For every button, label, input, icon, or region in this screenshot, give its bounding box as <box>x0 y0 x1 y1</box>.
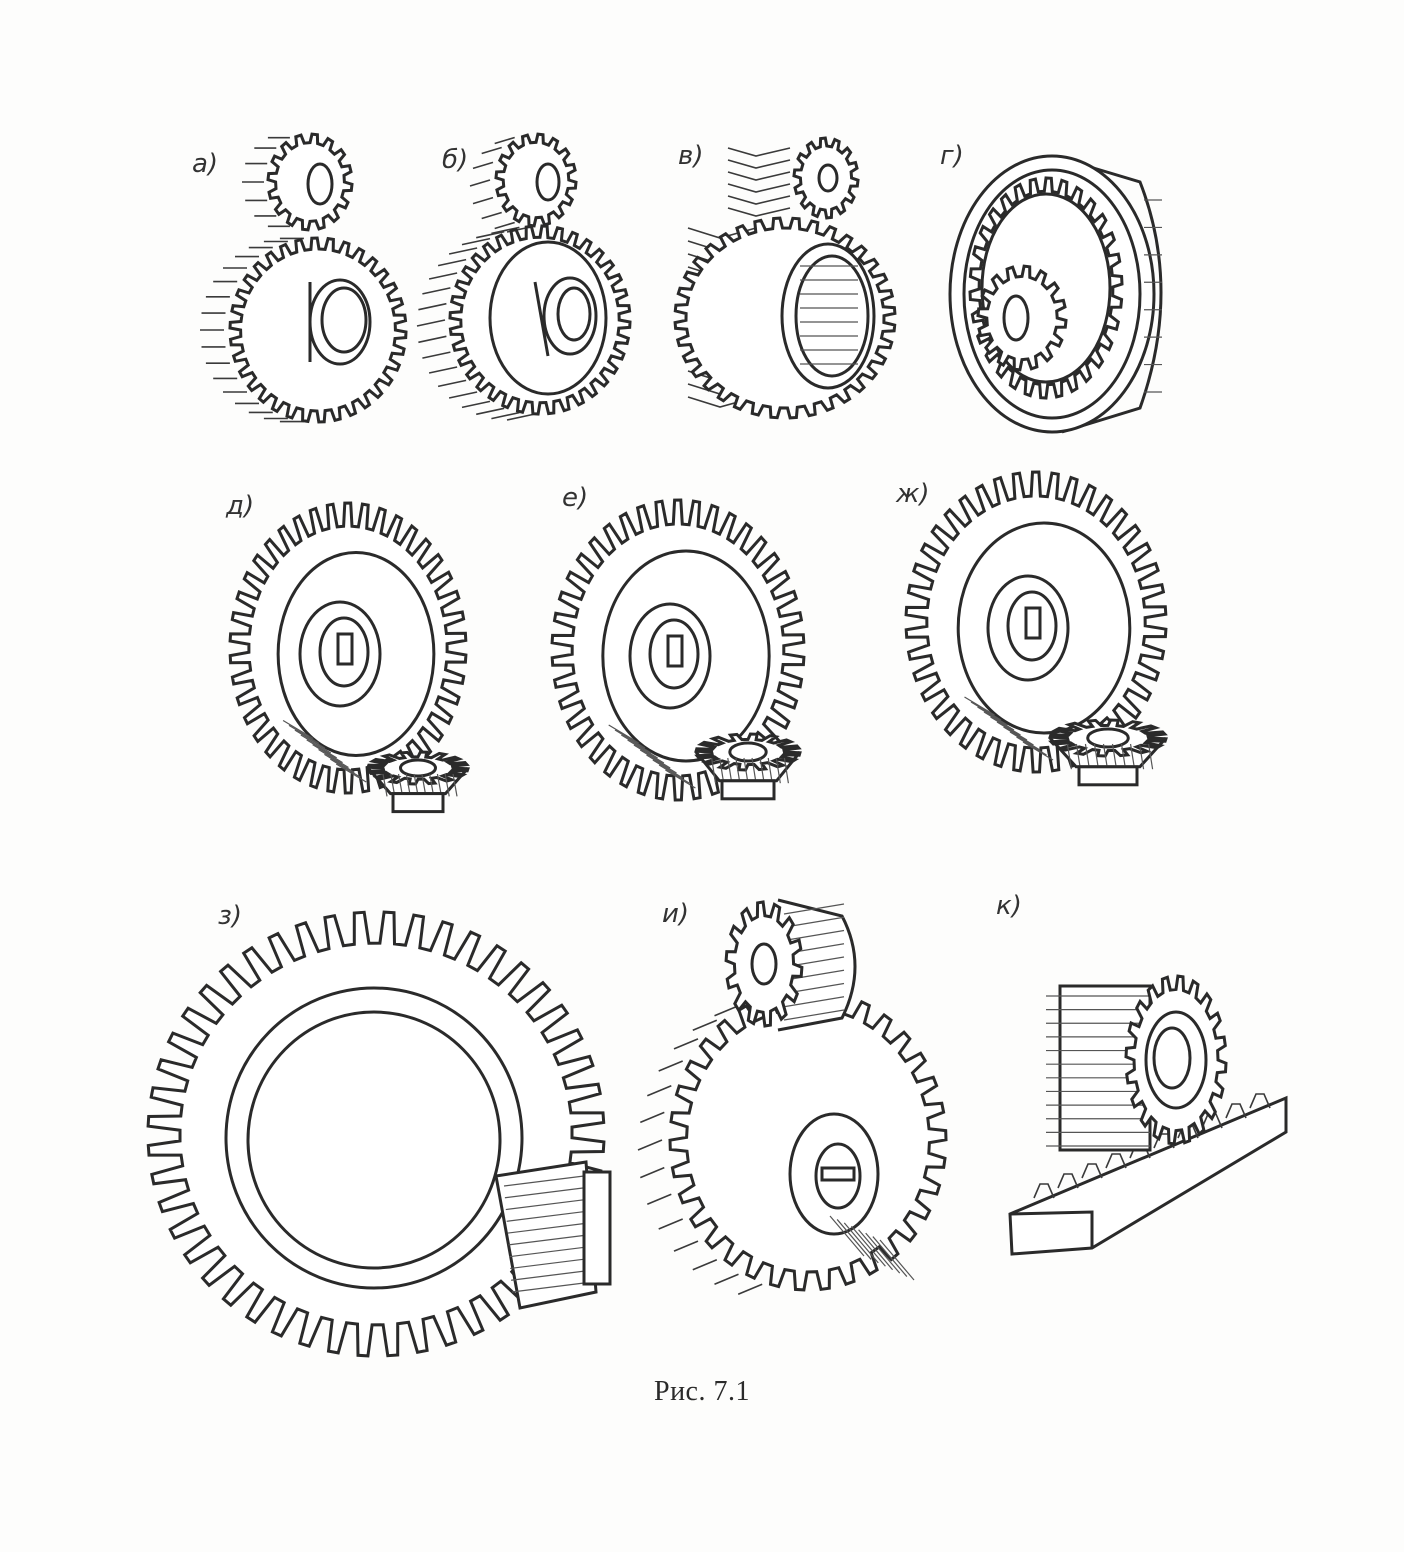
panel-e-keyway <box>666 634 684 668</box>
inner-rim-inner <box>246 1010 502 1270</box>
bore <box>814 1142 862 1210</box>
panel-label-k: к) <box>996 891 1022 921</box>
panel-k-rack-and-pinion <box>1008 974 1288 1256</box>
bore-key-lines <box>800 265 858 365</box>
panel-zh-web-shading <box>964 696 1054 761</box>
panel-zh-keyway <box>1024 606 1042 640</box>
hub-shading <box>829 1215 915 1281</box>
panel-label-g: г) <box>940 141 964 171</box>
panel-v-herringbone-gears <box>673 136 897 420</box>
small-gear-bore <box>750 942 778 986</box>
panel-e-pinion-teeth <box>711 757 789 784</box>
pinion-body <box>1058 984 1152 1152</box>
panel-g-internal-gear <box>948 154 1163 434</box>
panel-b-helical-gears <box>416 132 632 421</box>
inner-rim-outer <box>224 986 524 1290</box>
internal-root <box>980 192 1112 384</box>
panel-label-b: б) <box>442 145 468 175</box>
panel-label-d: д) <box>225 491 254 521</box>
panel-zh-pinion-teeth <box>1066 743 1154 770</box>
panel-i-crossed-helical-gears <box>637 898 948 1296</box>
panel-d-bevel-gears <box>228 501 470 814</box>
large-gear-teeth-side <box>200 237 304 423</box>
panel-d-pinion-shaft <box>391 792 445 814</box>
small-helical-teeth-side <box>469 136 515 230</box>
panel-d-pinion-bore <box>399 758 437 778</box>
panel-a-spur-gears <box>200 132 408 424</box>
bore <box>320 286 368 354</box>
pinion-bore <box>1152 1026 1192 1090</box>
panel-d-web-shading <box>282 719 367 783</box>
rack-end-face <box>1009 1210 1094 1248</box>
panel-label-v: в) <box>678 141 703 171</box>
small-gear-teeth-side <box>242 136 290 228</box>
rim-shading <box>1144 199 1162 393</box>
panel-zh-spiral-bevel-gears <box>904 470 1168 787</box>
panel-zh-bore <box>1006 590 1058 662</box>
keyway <box>820 1166 856 1182</box>
pinion-shaft <box>582 1170 612 1286</box>
ring-inner <box>962 168 1142 420</box>
figure-caption: Рис. 7.1 <box>654 1376 750 1407</box>
panel-d-pinion-face <box>366 750 470 786</box>
pinion-spiral-teeth <box>503 1175 593 1293</box>
bore <box>794 254 870 378</box>
small-gear-bore <box>306 162 334 206</box>
panel-e-pinion-shaft <box>720 779 776 801</box>
panel-e-web-shading <box>608 724 696 789</box>
panel-e-pinion-face <box>694 732 802 772</box>
panel-z-hypoid-gears <box>146 910 612 1358</box>
panel-zh-pinion-face <box>1048 718 1168 758</box>
large-helical-gear <box>448 224 632 416</box>
panel-e-bevel-gears <box>550 498 806 802</box>
hypoid-pinion <box>494 1160 598 1310</box>
pinion-bore <box>1002 294 1030 342</box>
panel-zh-pinion-bore <box>1086 727 1130 749</box>
panel-d-bore <box>318 616 370 688</box>
panel-d-keyway <box>336 632 354 666</box>
hub <box>788 1112 880 1236</box>
small-gear-bore <box>817 163 839 193</box>
bore <box>556 286 592 342</box>
panel-e-bore <box>648 618 700 690</box>
panel-label-zh: ж) <box>895 479 930 509</box>
panel-d-face-ring <box>276 551 436 757</box>
small-herringbone-chevrons <box>727 147 791 217</box>
panel-label-a: а) <box>192 149 218 179</box>
panel-zh-face-ring <box>956 521 1132 735</box>
web-ring <box>488 240 608 396</box>
panel-label-i: и) <box>662 899 689 929</box>
helical-teeth-side <box>416 225 536 421</box>
panel-zh-pinion-shaft <box>1077 765 1139 787</box>
panel-label-z: з) <box>218 901 242 931</box>
panel-e-pinion-bore <box>728 741 768 763</box>
rack-body <box>1008 1095 1288 1256</box>
small-gear-bore <box>535 162 561 202</box>
hub-edge <box>533 281 550 357</box>
panel-e-face-ring <box>601 549 771 763</box>
panel-label-e: е) <box>562 483 588 513</box>
